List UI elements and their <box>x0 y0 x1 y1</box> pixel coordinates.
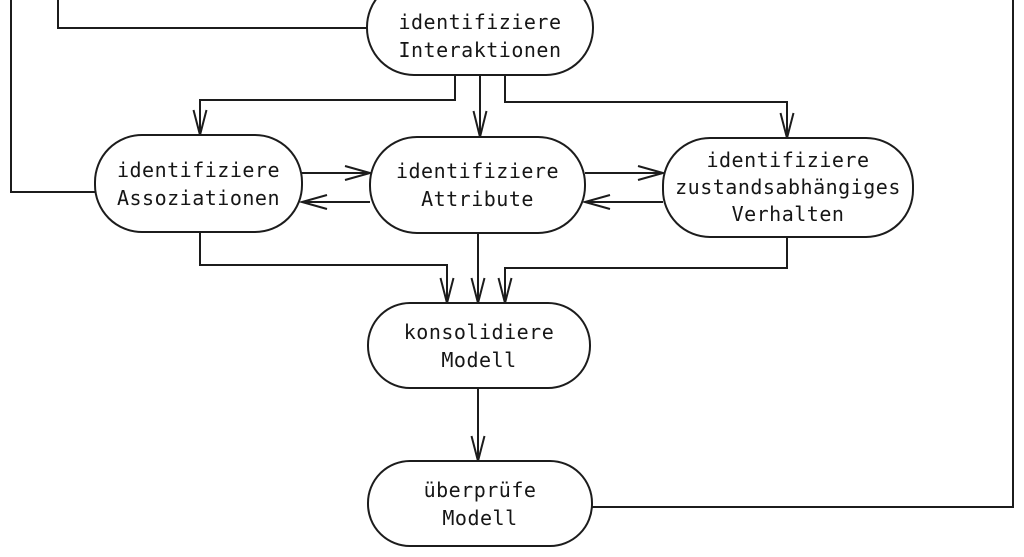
node-label-line: Attribute <box>421 187 534 211</box>
edge-feedback-left-to-interaktionen <box>57 0 367 29</box>
edge-assoziationen-to-attribute <box>302 165 374 181</box>
node-label-line: identifiziere <box>116 157 281 182</box>
edge-attribute-to-assoziationen <box>298 194 370 210</box>
edge-assoziationen-to-konsolidiere <box>199 232 455 307</box>
node-identifiziere-zustandsabhaengiges-verhalten[interactable]: identifiziere zustandsabhängiges Verhalt… <box>662 137 914 238</box>
node-label-line: Assoziationen <box>116 185 281 210</box>
edge-ueberpruefe-feedback-right <box>592 0 1014 508</box>
edge-konsolidiere-to-ueberpruefe <box>470 388 486 465</box>
edge-attribute-to-verhalten <box>585 165 667 181</box>
node-label-line: identifiziere <box>398 9 562 34</box>
edge-interaktionen-to-assoziationen <box>192 75 456 139</box>
edge-attribute-to-konsolidiere <box>470 233 486 307</box>
node-label-line: zustandsabhängiges <box>675 175 901 199</box>
node-ueberpruefe-modell[interactable]: überprüfe Modell <box>367 460 593 547</box>
node-identifiziere-assoziationen[interactable]: identifiziere Assoziationen <box>94 134 303 233</box>
node-label-line: identifiziere <box>706 148 870 172</box>
node-label-line: Verhalten <box>731 202 845 226</box>
node-label-line: Interaktionen <box>398 37 562 62</box>
node-label-line: überprüfe <box>423 477 537 502</box>
node-konsolidiere-modell[interactable]: konsolidiere Modell <box>367 302 591 389</box>
node-identifiziere-interaktionen[interactable]: identifiziere Interaktionen <box>366 0 594 76</box>
node-label-line: identifiziere <box>395 159 560 183</box>
node-label-line: Modell <box>441 347 517 372</box>
node-label-line: Modell <box>442 505 518 530</box>
edge-feedback-left-to-assoziationen <box>10 0 95 193</box>
node-label-line: konsolidiere <box>403 319 555 344</box>
edge-verhalten-to-attribute <box>581 194 663 210</box>
edge-verhalten-to-konsolidiere <box>497 237 788 307</box>
node-identifiziere-attribute[interactable]: identifiziere Attribute <box>369 136 586 234</box>
edge-interaktionen-to-attribute <box>472 75 488 138</box>
edge-interaktionen-to-verhalten <box>504 75 795 142</box>
